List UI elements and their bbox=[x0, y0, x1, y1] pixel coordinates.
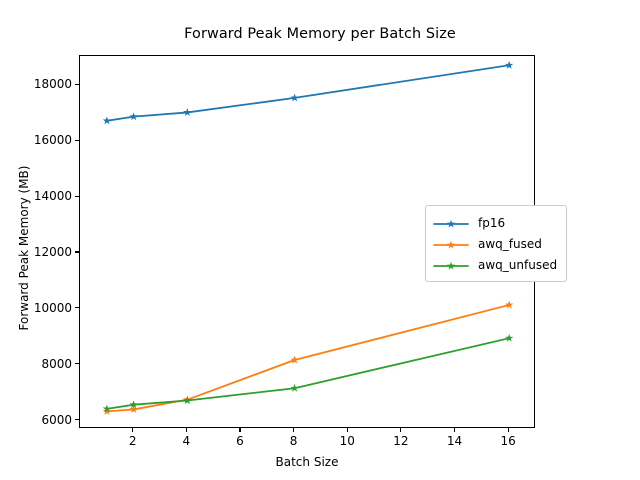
y-tick-label: 6000 bbox=[41, 412, 72, 427]
data-point-marker bbox=[290, 355, 299, 364]
y-tick-label: 14000 bbox=[33, 189, 72, 204]
x-tick-mark bbox=[507, 428, 509, 432]
data-point-marker bbox=[290, 383, 299, 392]
data-point-marker bbox=[183, 396, 192, 404]
y-tick-label: 8000 bbox=[41, 356, 72, 371]
series-fp16 bbox=[102, 60, 514, 125]
data-point-marker bbox=[129, 405, 138, 413]
series-line bbox=[105, 337, 511, 410]
x-tick-mark bbox=[293, 428, 295, 432]
x-tick-label: 4 bbox=[182, 434, 191, 448]
y-tick-mark bbox=[75, 139, 79, 141]
y-tick-mark bbox=[75, 195, 79, 197]
series-awq_fused bbox=[102, 300, 514, 415]
y-tick-label: 12000 bbox=[33, 244, 72, 259]
data-point-marker bbox=[102, 404, 111, 413]
x-tick-label: 16 bbox=[500, 434, 516, 448]
y-tick-mark bbox=[75, 251, 79, 253]
legend: fp16 awq_fused awq_unfused bbox=[425, 205, 568, 282]
x-tick-mark bbox=[239, 428, 241, 432]
x-axis-label: Batch Size bbox=[275, 455, 339, 469]
y-tick-mark bbox=[75, 83, 79, 85]
legend-swatch-icon bbox=[433, 258, 469, 272]
data-point-marker bbox=[505, 60, 514, 69]
x-tick-label: 10 bbox=[339, 434, 355, 448]
legend-swatch-icon bbox=[433, 237, 469, 251]
chart-title: Forward Peak Memory per Batch Size bbox=[184, 26, 456, 42]
x-tick-mark bbox=[185, 428, 187, 432]
legend-label: awq_unfused bbox=[478, 257, 558, 272]
x-tick-mark bbox=[346, 428, 348, 432]
legend-label: fp16 bbox=[478, 215, 506, 230]
x-tick-label: 14 bbox=[446, 434, 463, 448]
data-point-marker bbox=[505, 333, 514, 342]
series-awq_unfused bbox=[102, 333, 514, 413]
x-tick-mark bbox=[132, 428, 134, 432]
x-tick-mark bbox=[400, 428, 402, 432]
series-line bbox=[105, 64, 511, 122]
x-tick-mark bbox=[454, 428, 456, 432]
x-tick-label: 2 bbox=[128, 434, 137, 448]
legend-label: awq_fused bbox=[478, 236, 542, 251]
y-tick-label: 16000 bbox=[33, 133, 72, 148]
data-point-marker bbox=[129, 112, 138, 121]
legend-item-awq_unfused[interactable]: awq_unfused bbox=[433, 254, 557, 275]
y-tick-mark bbox=[75, 419, 79, 421]
y-tick-mark bbox=[75, 363, 79, 365]
data-point-marker bbox=[290, 93, 299, 102]
y-tick-label: 10000 bbox=[33, 300, 72, 315]
y-tick-mark bbox=[75, 307, 79, 309]
data-point-marker bbox=[102, 407, 111, 415]
data-point-marker bbox=[183, 108, 192, 116]
legend-swatch-icon bbox=[433, 216, 469, 230]
x-tick-label: 6 bbox=[236, 434, 244, 448]
data-point-marker bbox=[129, 400, 138, 409]
legend-item-fp16[interactable]: fp16 bbox=[433, 212, 557, 233]
x-tick-label: 8 bbox=[289, 434, 298, 448]
y-tick-label: 18000 bbox=[33, 77, 72, 92]
legend-item-awq_fused[interactable]: awq_fused bbox=[433, 233, 557, 254]
x-tick-label: 12 bbox=[393, 434, 409, 448]
plot-lines bbox=[102, 60, 514, 415]
data-point-marker bbox=[102, 116, 111, 125]
data-point-marker bbox=[505, 300, 514, 309]
series-line bbox=[105, 304, 511, 413]
